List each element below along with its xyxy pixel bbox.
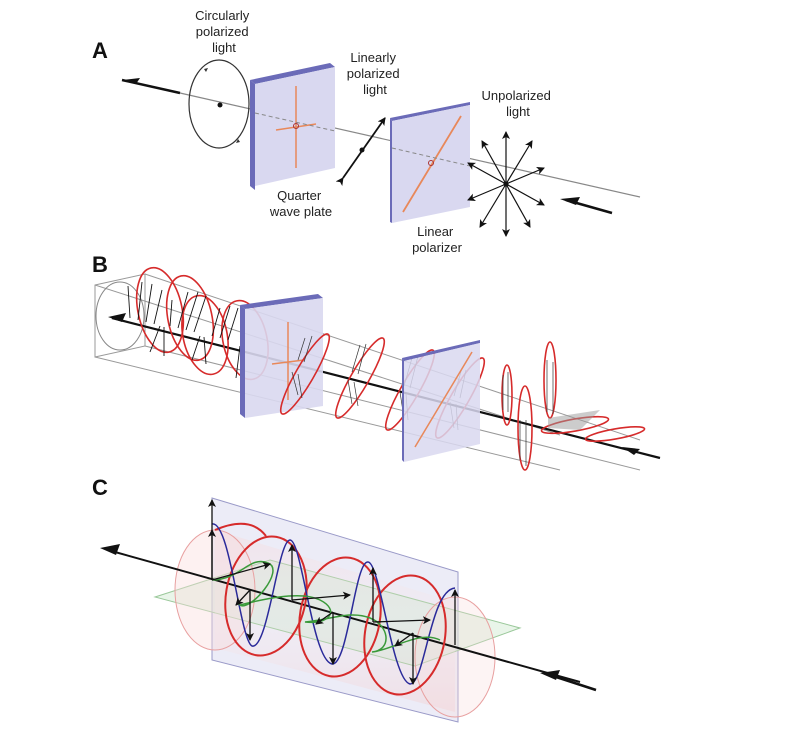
beam-center-dot — [217, 102, 223, 108]
circular-label-line2: polarized — [196, 24, 249, 39]
unpolarized-light-star — [467, 131, 545, 237]
circular-polarization-ring — [188, 59, 250, 149]
panel-c: C — [92, 475, 597, 723]
output-arrowhead-icon — [122, 78, 140, 84]
linear-polarizer-b — [402, 340, 480, 462]
linear-label: Linearly polarized light — [347, 50, 403, 97]
field-vectors-c — [208, 499, 459, 685]
input-arrowhead-c-icon — [540, 670, 560, 680]
output-arrowhead-c-icon — [100, 544, 120, 555]
quarter-wave-label-line2: wave plate — [269, 204, 332, 219]
panel-a: A — [92, 8, 641, 255]
quarter-wave-plate-b — [240, 294, 323, 418]
horizontal-field-wave — [211, 560, 441, 653]
transmission-axis-line — [402, 115, 462, 213]
linear-polarizer-label-line1: Linear — [417, 224, 454, 239]
panel-label-a: A — [92, 38, 108, 63]
circular-field-vectors — [127, 281, 241, 379]
panel-b: B — [92, 252, 661, 471]
circular-label-line3: light — [212, 40, 236, 55]
panel-label-c: C — [92, 475, 108, 500]
circular-label-line1: Circularly — [195, 8, 250, 23]
linear-label-line2: polarized — [347, 66, 400, 81]
linear-label-line1: Linearly — [350, 50, 396, 65]
unpolarized-label: Unpolarized light — [482, 88, 555, 119]
slow-axis-line — [275, 123, 317, 131]
input-arrowhead-b-icon — [622, 447, 640, 455]
panel-label-b: B — [92, 252, 108, 277]
quarter-wave-label-line1: Quarter — [277, 188, 322, 203]
propagation-box — [94, 273, 641, 471]
quarter-wave-plate — [250, 63, 336, 190]
input-arrow-c — [549, 673, 597, 692]
circular-label: Circularly polarized light — [195, 8, 253, 55]
wave-cylinder — [174, 529, 496, 718]
linear-polarizer — [390, 102, 471, 223]
linear-polarizer-label-line2: polarizer — [412, 240, 463, 255]
input-arrowhead-icon — [560, 197, 580, 205]
unpolarized-label-line1: Unpolarized — [482, 88, 551, 103]
linear-polarization-arrow — [335, 117, 386, 187]
output-arrowhead-b-icon — [108, 313, 126, 322]
beam-b — [111, 316, 661, 460]
unpolarized-field-hatching — [502, 360, 554, 466]
beam-c — [114, 551, 581, 683]
linear-polarizer-label: Linear polarizer — [412, 224, 463, 255]
quarter-wave-label: Quarter wave plate — [269, 188, 332, 219]
linear-label-line3: light — [363, 82, 387, 97]
unpolarized-label-line2: light — [506, 104, 530, 119]
unpolarized-wave-lobes — [501, 341, 646, 471]
